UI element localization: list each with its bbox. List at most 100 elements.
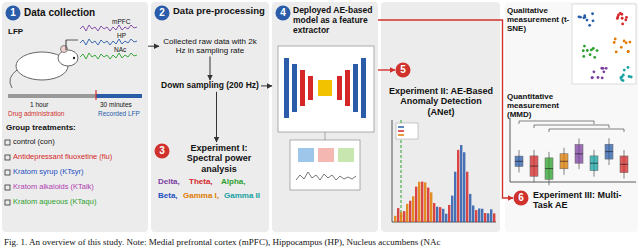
histogram-bar <box>430 192 432 222</box>
box <box>515 156 523 166</box>
text-label: Gamma I, <box>183 192 219 201</box>
scatter-dot <box>615 51 618 54</box>
histogram-bar <box>403 211 405 222</box>
scatter-dot <box>582 16 585 19</box>
text-label: control (con) <box>13 138 55 146</box>
connector-arrow <box>216 92 217 142</box>
autoencoder-figure <box>338 148 354 162</box>
autoencoder-figure <box>292 64 297 112</box>
histogram-bar <box>400 212 402 222</box>
connector-arrow <box>378 20 513 198</box>
callout-number: 6 <box>513 190 529 206</box>
panel-box: Qualitative measurement (t-SNE)Quantitat… <box>505 2 638 232</box>
panel-box: Experiment II: AE-Based Anomaly Detectio… <box>381 2 500 232</box>
panel-backgrounds <box>505 2 638 232</box>
histogram-bar <box>472 205 474 222</box>
histogram-bar <box>460 145 462 222</box>
scatter-dot <box>625 41 628 44</box>
panel-heading: Qualitative measurement (t-SNE) <box>507 6 573 34</box>
text-label: Kratom alkaloids (KTalk) <box>13 183 94 191</box>
median <box>590 163 598 164</box>
timeline <box>8 90 142 100</box>
text-label: Kratom aqueous (KTaqu) <box>13 198 96 206</box>
significance-bracket <box>549 129 624 132</box>
scatter-dot <box>588 24 591 27</box>
callout-circle <box>276 6 291 21</box>
callout-circle <box>514 191 529 206</box>
median <box>515 161 523 162</box>
callout-number: 5 <box>395 62 411 78</box>
rat-figure <box>58 50 78 66</box>
panel-backgrounds <box>381 2 500 232</box>
text-label: Theta, <box>189 178 213 187</box>
checkboxes <box>5 140 10 205</box>
lfp-traces <box>80 39 137 45</box>
scatter-dot <box>605 67 608 70</box>
text-label: 1 hour <box>30 101 48 108</box>
histogram-bar <box>448 205 450 222</box>
histogram-bar <box>484 213 486 222</box>
scatter-dot <box>602 70 605 73</box>
text-label: Beta, <box>158 192 178 201</box>
histogram-bar <box>394 216 396 222</box>
scatter-dot <box>613 41 616 44</box>
box <box>560 154 568 169</box>
text-label: Delta, <box>158 178 180 187</box>
autoencoder-figure <box>318 148 334 162</box>
panel-box: Deployed AE-based model as a feature ext… <box>272 2 378 232</box>
panel-heading: Data pre-processing <box>173 6 267 17</box>
histogram-bar <box>439 207 441 222</box>
scatter-dot <box>629 41 632 44</box>
median <box>530 166 538 167</box>
box <box>590 156 598 171</box>
panel-backgrounds <box>272 2 378 232</box>
autoencoder-figure <box>278 46 374 190</box>
scatter-dot <box>592 70 595 73</box>
checkboxes <box>5 185 10 190</box>
rat-figure <box>10 40 78 88</box>
histogram-plot <box>392 120 496 222</box>
connector-arrow <box>261 85 272 86</box>
histogram-bar <box>433 203 435 222</box>
scatter-dot <box>620 46 623 49</box>
timeline <box>8 94 96 98</box>
median <box>575 153 583 154</box>
scatter-dot <box>591 12 594 15</box>
callout-circle <box>155 6 170 21</box>
timeline <box>96 94 142 98</box>
checkboxes <box>5 170 10 175</box>
callout-number: 4 <box>275 5 291 21</box>
scatter-dot <box>582 55 585 58</box>
box <box>605 144 613 159</box>
tsne-scatter <box>572 4 636 84</box>
autoencoder-figure <box>308 76 313 100</box>
histogram-bar <box>442 209 444 222</box>
scatter-dot <box>630 76 633 79</box>
scatter-dot <box>589 53 592 56</box>
scatter-dot <box>591 76 594 79</box>
panel-heading: Deployed AE-based model as a feature ext… <box>293 6 377 35</box>
histogram-bar <box>481 209 483 222</box>
histogram-bar <box>451 196 453 222</box>
scatter-dot <box>627 66 630 69</box>
scatter-dot <box>621 17 624 20</box>
checkboxes <box>5 140 10 145</box>
histogram-bar <box>397 208 399 222</box>
significance-bracket <box>534 125 609 128</box>
scatter-dot <box>593 56 596 59</box>
autoencoder-figure <box>361 58 366 118</box>
connector-arrow <box>210 56 211 80</box>
text-label: Group treatments: <box>6 124 76 133</box>
process-text: Down sampling (200 Hz) <box>159 80 261 92</box>
autoencoder-figure <box>298 148 314 162</box>
callout-number: 1 <box>5 5 21 21</box>
histogram-bar <box>427 188 429 222</box>
autoencoder-figure <box>318 80 332 96</box>
callout-number: 5 <box>395 62 411 78</box>
scatter-dot <box>582 49 585 52</box>
tsne-scatter <box>572 4 636 84</box>
rat-figure <box>73 57 75 59</box>
